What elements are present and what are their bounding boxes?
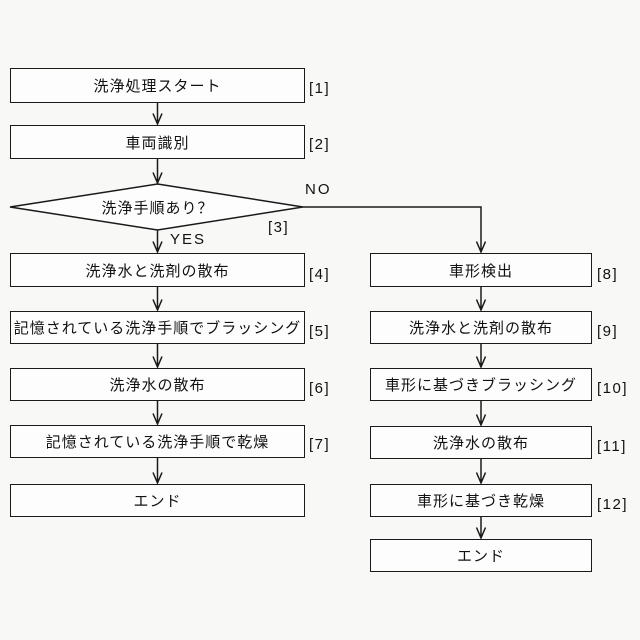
node-vehicle-id: 車両識別 [10, 125, 305, 159]
connector-box6-to-box7 [152, 401, 163, 426]
node-decision: 洗浄手順あり？ [101, 199, 214, 217]
ref-label-9: [9] [597, 323, 619, 340]
ref-label-4: [4] [309, 266, 331, 283]
node-spray-water-right: 洗浄水の散布 [370, 426, 592, 459]
node-brushing-shape: 車形に基づきブラッシング [370, 368, 592, 401]
node-drying-shape: 車形に基づき乾燥 [370, 484, 592, 517]
ref-label-5: [5] [309, 323, 331, 340]
ref-label-10: [10] [597, 380, 629, 397]
connector-start-to-vehicle-id [152, 103, 163, 126]
ref-label-1: [1] [309, 80, 331, 97]
node-spray-water-detergent-left: 洗浄水と洗剤の散布 [10, 253, 305, 287]
node-start: 洗浄処理スタート [10, 68, 305, 103]
connector-box5-to-box6 [152, 344, 163, 369]
connector-box10-to-box11 [475, 401, 487, 427]
connector-vehicle-id-to-decision [152, 159, 163, 185]
connector-decision-no [303, 206, 487, 254]
ref-label-8: [8] [597, 266, 619, 283]
connector-box7-to-end-left [152, 458, 163, 485]
ref-label-7: [7] [309, 436, 331, 453]
ref-label-3: [3] [268, 219, 290, 236]
ref-label-12: [12] [597, 496, 629, 513]
ref-label-6: [6] [309, 380, 331, 397]
node-spray-water-left: 洗浄水の散布 [10, 368, 305, 401]
node-end-right: エンド [370, 539, 592, 572]
connector-box12-to-end-right [475, 517, 487, 540]
connector-decision-yes [152, 230, 163, 254]
branch-label-yes: YES [170, 231, 207, 248]
node-shape-detect: 車形検出 [370, 253, 592, 287]
ref-label-2: [2] [309, 136, 331, 153]
connector-box9-to-box10 [475, 344, 487, 369]
node-end-left: エンド [10, 484, 305, 517]
connector-box8-to-box9 [475, 287, 487, 312]
branch-label-no: NO [305, 181, 332, 198]
node-spray-water-detergent-right: 洗浄水と洗剤の散布 [370, 311, 592, 344]
ref-label-11: [11] [597, 438, 627, 455]
connector-box11-to-box12 [475, 459, 487, 485]
connector-box4-to-box5 [152, 287, 163, 312]
node-brushing-memorized: 記憶されている洗浄手順でブラッシング [10, 311, 305, 344]
node-drying-memorized: 記憶されている洗浄手順で乾燥 [10, 425, 305, 458]
